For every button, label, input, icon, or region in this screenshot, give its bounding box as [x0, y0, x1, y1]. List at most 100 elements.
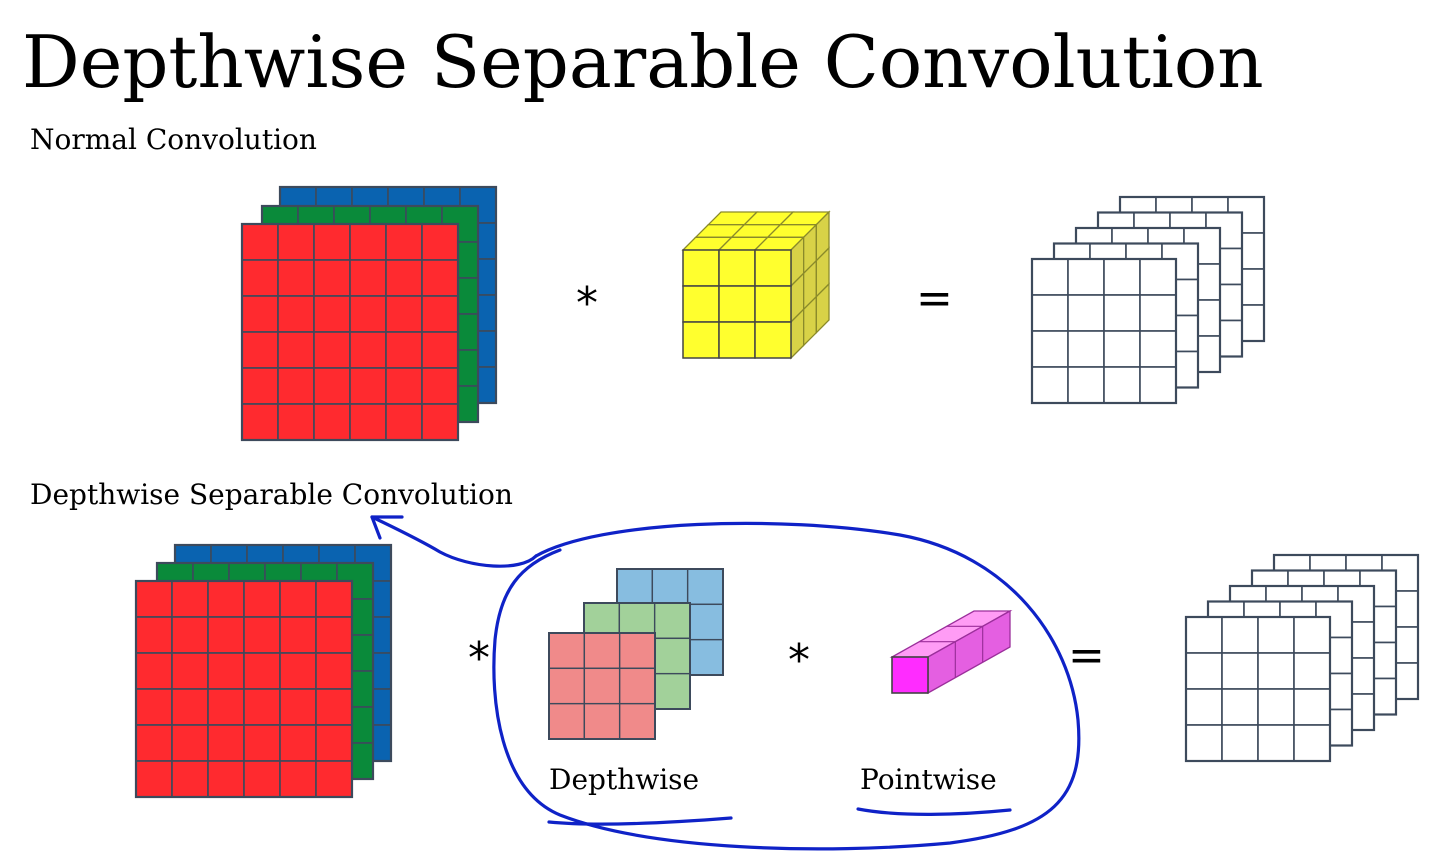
- grid-cell: [1103, 258, 1141, 296]
- cube-front-cell: [718, 321, 756, 359]
- grid-cell: [279, 760, 317, 798]
- grid-cell: [279, 616, 317, 654]
- grid-cell: [1031, 294, 1069, 332]
- depthwise-underline: [547, 816, 733, 826]
- grid-cell: [421, 403, 459, 441]
- separable-input-volume: [134, 543, 393, 799]
- grid-cell: [315, 652, 353, 690]
- grid-cell: [651, 568, 689, 606]
- grid-cell: [349, 331, 387, 369]
- grid-cell: [243, 688, 281, 726]
- input-channel-red: [240, 222, 460, 442]
- grid-cell: [313, 259, 351, 297]
- normal-output-volume: [1030, 195, 1266, 405]
- grid-cell: [1185, 616, 1223, 654]
- grid-cell: [135, 580, 173, 618]
- grid-cell: [583, 667, 621, 705]
- grid-cell: [653, 602, 691, 640]
- grid-cell: [241, 367, 279, 405]
- convolve-operator-normal: *: [576, 278, 598, 329]
- grid-border: [1030, 257, 1178, 405]
- cube-side-cell: [815, 282, 830, 335]
- grid-cell: [1293, 616, 1331, 654]
- page-title: Depthwise Separable Convolution: [22, 20, 1264, 104]
- grid-cell: [1139, 366, 1177, 404]
- input-channel-red: [134, 579, 354, 799]
- normal-kernel-cube: [681, 210, 831, 360]
- convolve-operator-pointwise: *: [788, 635, 810, 686]
- grid-cell: [243, 760, 281, 798]
- grid-cell: [1139, 330, 1177, 368]
- grid-cell: [548, 632, 586, 670]
- grid-cell: [349, 223, 387, 261]
- grid-cell: [243, 580, 281, 618]
- grid-cell: [686, 568, 724, 606]
- grid-cell: [279, 580, 317, 618]
- grid-cell: [243, 652, 281, 690]
- grid-cell: [1257, 724, 1295, 762]
- grid-cell: [207, 688, 245, 726]
- annotation-arrow: [370, 515, 538, 568]
- grid-cell: [1257, 616, 1295, 654]
- grid-cell: [385, 403, 423, 441]
- grid-cell: [277, 223, 315, 261]
- grid-cell: [315, 616, 353, 654]
- cube-front-cell: [718, 285, 756, 323]
- pointwise-kernel: [889, 609, 1013, 695]
- grid-cell: [313, 367, 351, 405]
- grid-cell: [313, 223, 351, 261]
- grid-cell: [686, 603, 724, 641]
- grid-cell: [548, 702, 586, 740]
- grid-cell: [583, 702, 621, 740]
- grid-cell: [1185, 688, 1223, 726]
- grid-cell: [135, 724, 173, 762]
- grid-cell: [1221, 616, 1259, 654]
- grid-cell: [349, 295, 387, 333]
- grid-cell: [583, 632, 621, 670]
- grid-cell: [618, 667, 656, 705]
- separable-output-volume: [1184, 553, 1420, 763]
- grid-cell: [313, 331, 351, 369]
- grid-border: [240, 222, 460, 442]
- section-label-normal-convolution: Normal Convolution: [30, 123, 317, 156]
- normal-input-volume: [240, 185, 498, 442]
- grid-cell: [421, 223, 459, 261]
- grid-cell: [171, 688, 209, 726]
- grid-cell: [1067, 294, 1105, 332]
- depthwise-caption: Depthwise: [549, 763, 699, 796]
- grid-cell: [385, 331, 423, 369]
- grid-cell: [385, 367, 423, 405]
- grid-cell: [207, 616, 245, 654]
- grid-cell: [385, 259, 423, 297]
- grid-cell: [135, 652, 173, 690]
- grid-cell: [207, 724, 245, 762]
- grid-cell: [207, 580, 245, 618]
- grid-cell: [1031, 330, 1069, 368]
- grid-cell: [135, 616, 173, 654]
- grid-border: [1184, 615, 1332, 763]
- grid-cell: [207, 760, 245, 798]
- cube-front-cell: [682, 249, 720, 287]
- grid-border: [134, 579, 354, 799]
- grid-cell: [349, 259, 387, 297]
- grid-cell: [243, 616, 281, 654]
- grid-cell: [1067, 366, 1105, 404]
- grid-cell: [1293, 724, 1331, 762]
- grid-cell: [279, 688, 317, 726]
- grid-cell: [241, 403, 279, 441]
- grid-cell: [241, 295, 279, 333]
- depthwise-kernel-red: [548, 632, 656, 740]
- grid-cell: [653, 637, 691, 675]
- grid-cell: [315, 724, 353, 762]
- handwritten-annotation: [370, 515, 1081, 851]
- grid-cell: [277, 295, 315, 333]
- grid-cell: [421, 259, 459, 297]
- grid-cell: [171, 760, 209, 798]
- cube-front-cell: [754, 321, 792, 359]
- grid-cell: [277, 331, 315, 369]
- grid-cell: [171, 724, 209, 762]
- grid-cell: [313, 295, 351, 333]
- grid-cell: [313, 403, 351, 441]
- grid-cell: [1139, 294, 1177, 332]
- grid-cell: [315, 580, 353, 618]
